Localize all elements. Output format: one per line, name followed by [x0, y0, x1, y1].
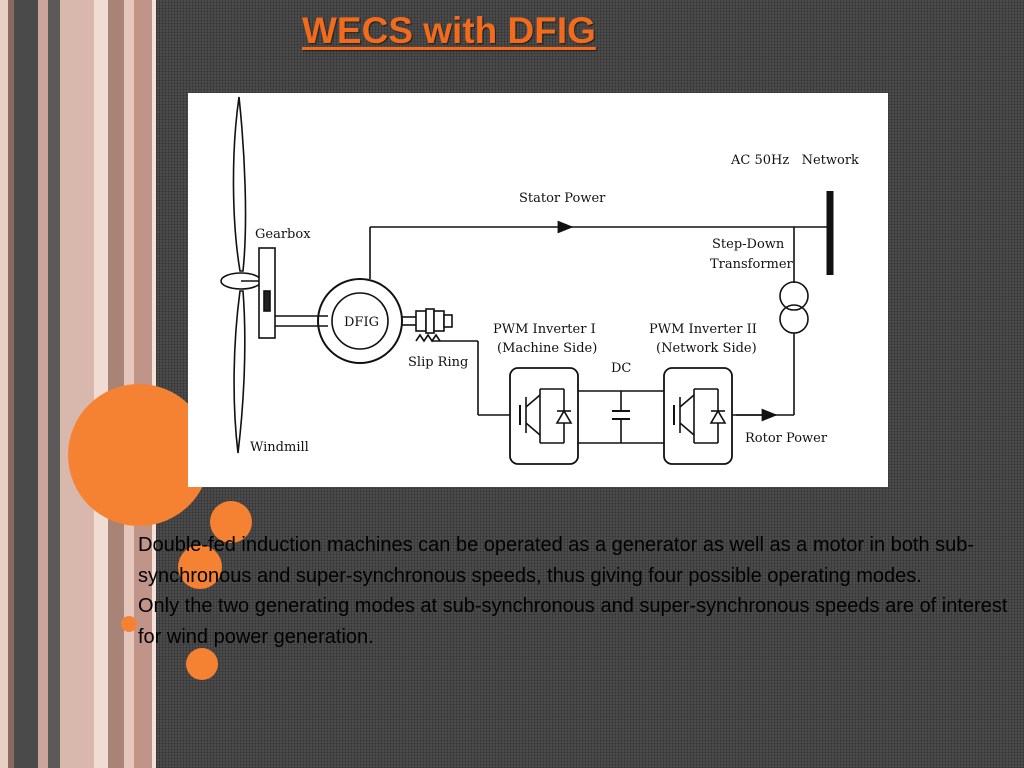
large-orange-circle [68, 384, 210, 526]
wecs-dfig-diagram: Gearbox Windmill DFIG Slip Ring Stator P… [188, 93, 888, 487]
dfig-label: DFIG [344, 315, 379, 330]
transformer-coil-top [779, 281, 809, 311]
windmill-blade-bottom [233, 290, 246, 454]
rotor-power-label: Rotor Power [745, 431, 828, 446]
inverter-ii [663, 367, 733, 465]
paragraph: Double-fed induction machines can be ope… [138, 534, 975, 587]
medium-orange-circle [178, 545, 222, 589]
transformer-label-line2: Transformer [710, 257, 794, 272]
stripe [48, 0, 60, 768]
stripe [38, 0, 48, 768]
stripe [152, 0, 156, 768]
slip-ring-label: Slip Ring [408, 355, 468, 370]
stator-power-label: Stator Power [519, 191, 606, 206]
igbt-symbol-ii [673, 388, 727, 444]
small-orange-circle [186, 648, 218, 680]
small-orange-circle [121, 616, 137, 632]
inverter-i-label-line2: (Machine Side) [497, 341, 597, 356]
stripe [14, 0, 38, 768]
slide-title: WECS with DFIG [302, 10, 596, 51]
inverter-ii-label-line1: PWM Inverter II [649, 322, 757, 337]
inverter-i [509, 367, 579, 465]
dfig-machine [317, 278, 403, 364]
network-label: AC 50Hz Network [730, 153, 859, 168]
inverter-i-label-line1: PWM Inverter I [493, 322, 596, 337]
stripe [0, 0, 8, 768]
diagram-svg: Gearbox Windmill DFIG Slip Ring Stator P… [220, 96, 859, 465]
inverter-ii-label-line2: (Network Side) [656, 341, 757, 356]
stripe [8, 0, 14, 768]
dc-label: DC [611, 361, 631, 376]
decorative-stripes [0, 0, 200, 768]
paragraph: Only the two generating modes at sub-syn… [138, 595, 1008, 648]
stripe [60, 0, 94, 768]
transformer-label-line1: Step-Down [712, 237, 785, 252]
igbt-symbol-i [519, 388, 573, 444]
windmill-label: Windmill [250, 440, 309, 455]
slip-ring [415, 308, 453, 343]
stripe [108, 0, 124, 768]
body-text: Double-fed induction machines can be ope… [138, 530, 1008, 652]
stripe [94, 0, 108, 768]
gearbox-label: Gearbox [255, 227, 311, 242]
medium-orange-circle [210, 501, 252, 543]
windmill-blade-top [232, 96, 247, 272]
